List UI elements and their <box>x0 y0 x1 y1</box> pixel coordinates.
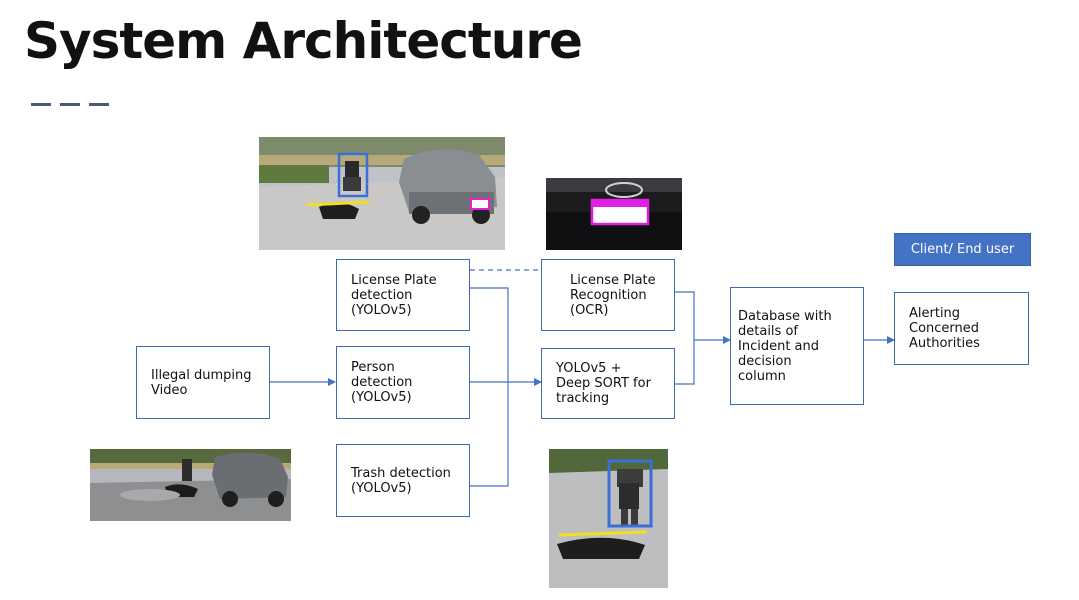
node-person-detection: Person detection (YOLOv5) <box>336 346 470 419</box>
title-underline-dash <box>89 103 109 106</box>
merge-bracket <box>470 287 509 487</box>
node-tracking: YOLOv5 + Deep SORT for tracking <box>541 348 675 419</box>
node-database: Database with details of Incident and de… <box>730 287 864 405</box>
slide-title: System Architecture <box>24 12 583 70</box>
node-input-video: Illegal dumping Video <box>136 346 270 419</box>
node-trash-detection: Trash detection (YOLOv5) <box>336 444 470 517</box>
scene-photo-bottom-left <box>90 449 291 521</box>
title-underline-dash <box>31 103 51 106</box>
client-end-user-button: Client/ End user <box>894 233 1031 266</box>
merge-bracket-right <box>675 291 695 385</box>
node-license-plate-detection: License Plate detection (YOLOv5) <box>336 259 470 331</box>
scene-photo-top <box>259 137 505 250</box>
node-license-plate-recognition: License Plate Recognition (OCR) <box>541 259 675 331</box>
title-underline-dash <box>60 103 80 106</box>
person-tracking-photo <box>549 449 668 588</box>
plate-closeup-photo <box>546 178 682 250</box>
node-alerting: Alerting Concerned Authorities <box>894 292 1029 365</box>
